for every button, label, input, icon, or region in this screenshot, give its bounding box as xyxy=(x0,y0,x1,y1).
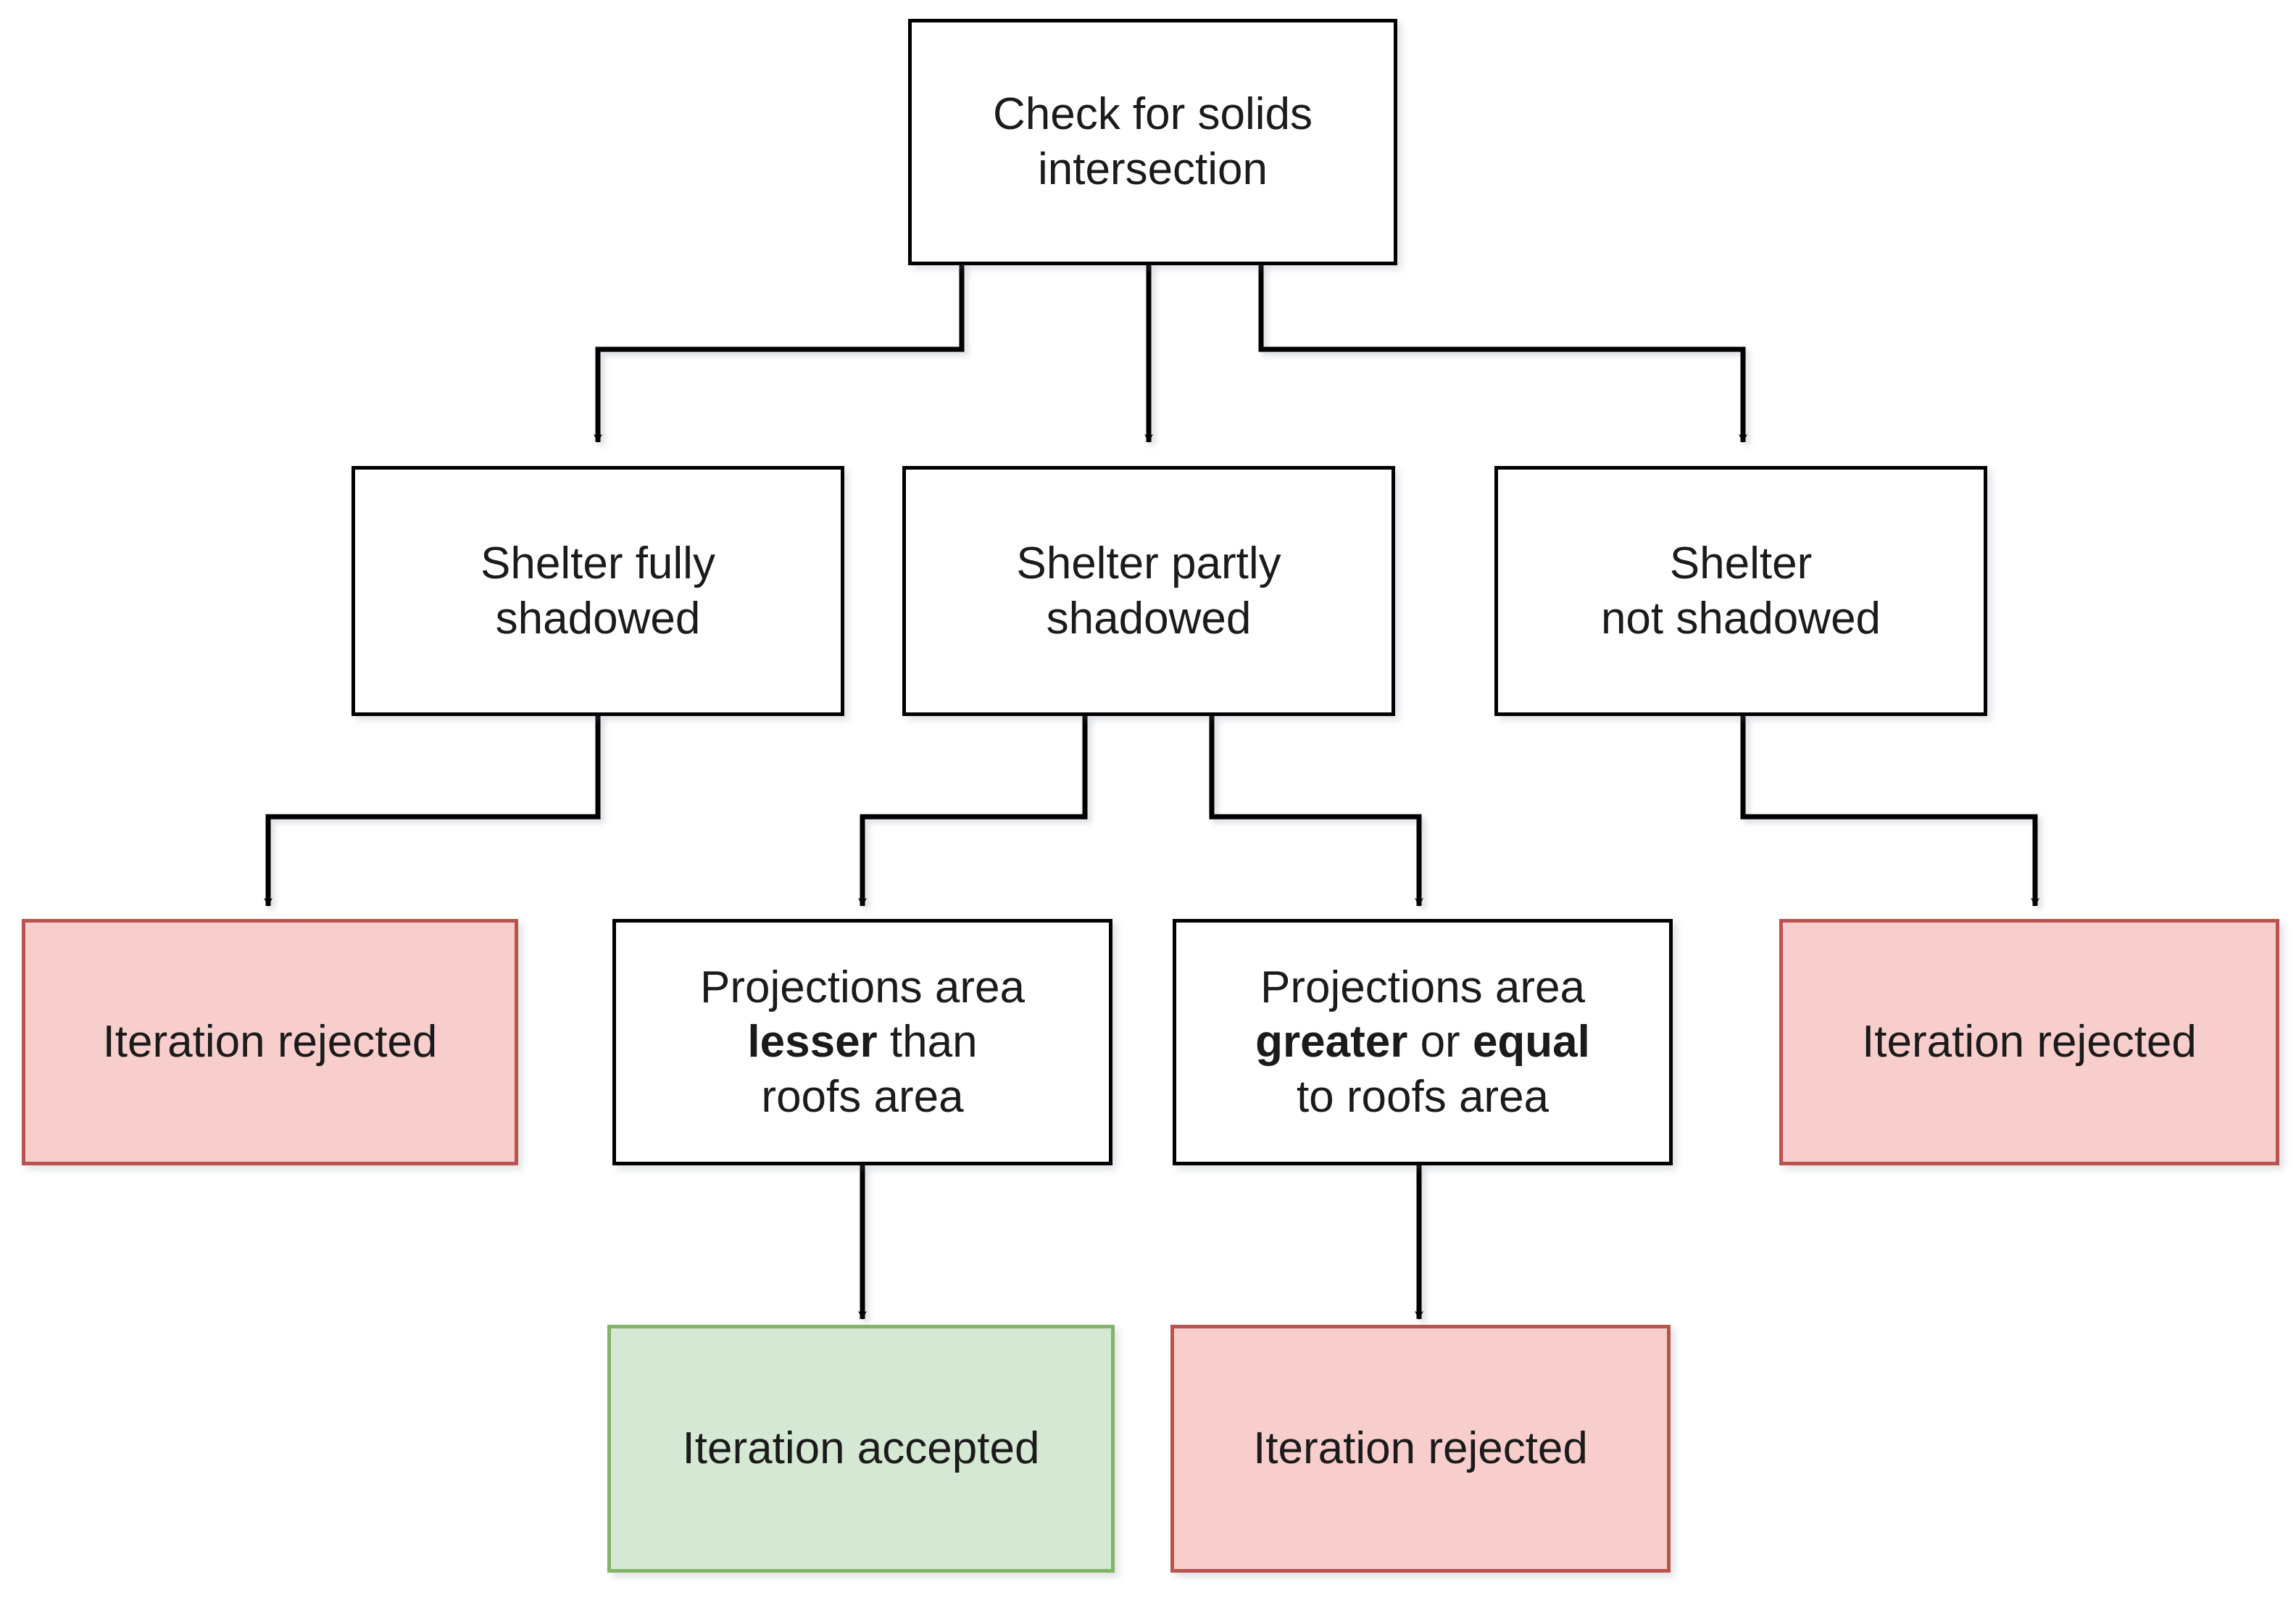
edge-partly-to-lesser xyxy=(858,715,1088,907)
edge-check-to-fully xyxy=(594,265,965,443)
node-label: Iteration rejected xyxy=(1862,1017,2197,1068)
node-label: Iteration rejected xyxy=(1253,1423,1588,1474)
edge-check-to-not xyxy=(1258,265,1747,443)
node-iteration-rejected-left[interactable]: Iteration rejected xyxy=(22,919,518,1165)
edge-not-to-rejected xyxy=(1740,715,2039,907)
edge-fully-to-rejected xyxy=(264,715,601,907)
edge-partly-to-greater xyxy=(1209,715,1423,907)
node-iteration-rejected-bottom[interactable]: Iteration rejected xyxy=(1170,1325,1671,1573)
node-label: Iteration rejected xyxy=(102,1017,438,1068)
node-iteration-rejected-right[interactable]: Iteration rejected xyxy=(1779,919,2279,1165)
node-label: Iteration accepted xyxy=(682,1423,1040,1474)
node-iteration-accepted[interactable]: Iteration accepted xyxy=(607,1325,1115,1573)
